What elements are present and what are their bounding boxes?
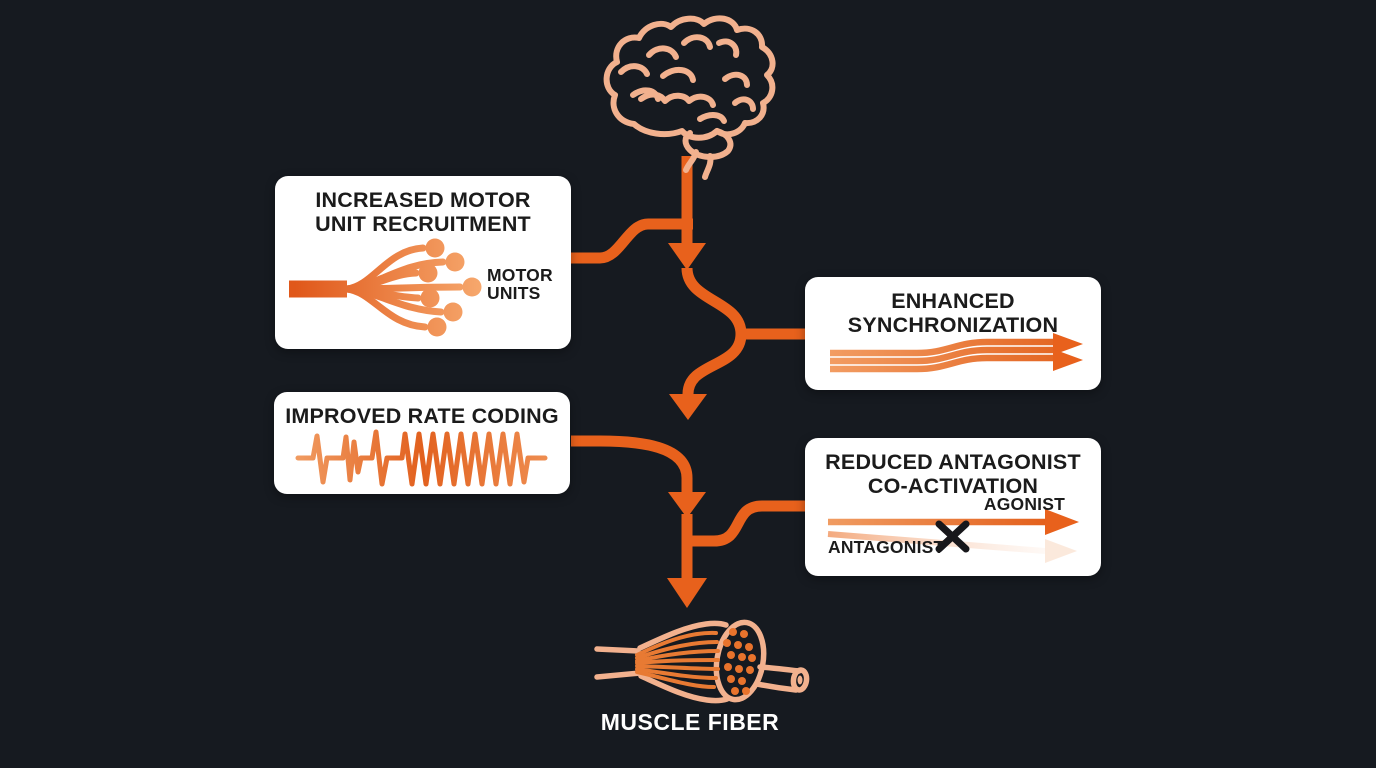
- brain-icon: [603, 15, 776, 180]
- connector-center-to-sync: [681, 267, 806, 340]
- node-title: INCREASED MOTOR UNIT RECRUITMENT: [275, 188, 571, 236]
- title-line-2: SYNCHRONIZATION: [847, 312, 1059, 337]
- title-line-1: IMPROVED RATE CODING: [285, 404, 559, 428]
- flow-arrowheads: [667, 243, 707, 608]
- rate-coding-waveform-icon: [295, 429, 548, 487]
- node-reduced-antagonist-coactivation: REDUCED ANTAGONIST CO-ACTIVATION AGONIST…: [805, 438, 1101, 576]
- arrowhead-2: [669, 394, 707, 420]
- node-title: REDUCED ANTAGONIST CO-ACTIVATION: [805, 450, 1101, 498]
- muscle-cross-section-dots: [723, 628, 756, 695]
- cancel-x-icon: [935, 520, 970, 553]
- muscle-fiber-icon: [594, 619, 810, 704]
- agonist-label: AGONIST: [983, 494, 1065, 514]
- arrowhead-1: [668, 243, 706, 270]
- title-line-2: UNIT RECRUITMENT: [315, 211, 531, 236]
- arrowhead-3: [668, 492, 706, 518]
- synchronized-arrows-icon: [830, 333, 1083, 373]
- node-increased-motor-unit-recruitment: INCREASED MOTOR UNIT RECRUITMENT: [275, 176, 571, 349]
- motor-units-branching-icon: [289, 238, 482, 337]
- title-line-1: ENHANCED: [891, 289, 1015, 313]
- title-line-1: INCREASED MOTOR: [315, 188, 531, 212]
- motor-units-label-line-2: UNITS: [487, 283, 541, 304]
- antagonist-label: ANTAGONIST: [828, 537, 945, 557]
- node-improved-rate-coding: IMPROVED RATE CODING: [274, 392, 570, 494]
- node-title: ENHANCED SYNCHRONIZATION: [805, 289, 1101, 337]
- arrowhead-4: [667, 578, 707, 608]
- connector-ratecoding-merge: [571, 435, 693, 492]
- connector-recruitment-merge: [571, 218, 693, 264]
- title-line-2: CO-ACTIVATION: [867, 473, 1039, 498]
- connector-coactivation-merge: [690, 500, 806, 547]
- node-enhanced-synchronization: ENHANCED SYNCHRONIZATION: [805, 277, 1101, 390]
- motor-units-label-line-1: MOTOR: [487, 265, 553, 285]
- flow-connectors: [571, 156, 806, 578]
- muscle-fiber-label: MUSCLE FIBER: [600, 709, 780, 735]
- title-line-1: REDUCED ANTAGONIST: [825, 450, 1081, 474]
- agonist-antagonist-arrows-icon: [827, 509, 1079, 563]
- node-title: IMPROVED RATE CODING: [274, 404, 570, 429]
- motor-units-label: MOTOR UNITS: [487, 266, 553, 303]
- connector-sync-down: [682, 333, 747, 395]
